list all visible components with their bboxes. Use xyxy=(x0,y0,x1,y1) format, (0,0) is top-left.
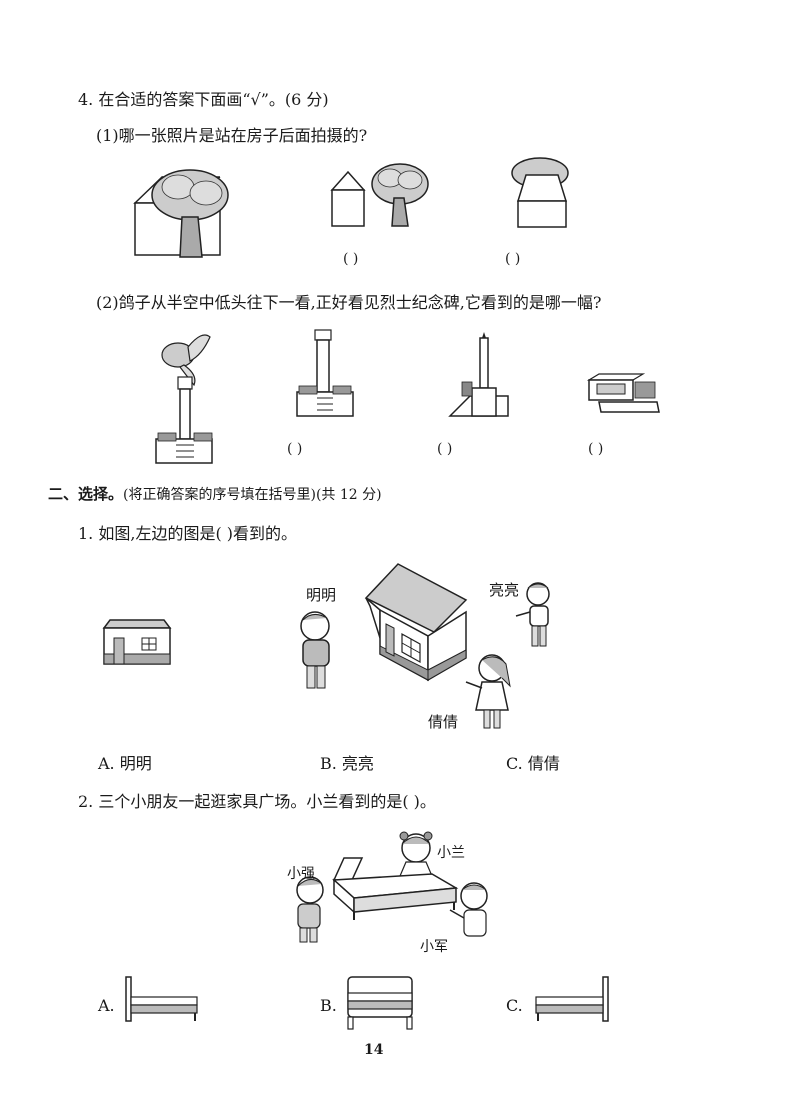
c2-option-c[interactable]: C. xyxy=(506,996,523,1015)
c1-option-b[interactable]: B. 亮亮 xyxy=(320,754,374,773)
c1-option-a[interactable]: A. 明明 xyxy=(98,754,152,773)
q4-sub1: (1)哪一张照片是站在房子后面拍摄的? xyxy=(96,126,368,145)
c1-question: 1. 如图,左边的图是( )看到的。 xyxy=(78,524,298,543)
section-2-heading: 二、选择。(将正确答案的序号填在括号里)(共 12 分) xyxy=(48,483,382,504)
monument-option-2 xyxy=(448,332,509,417)
monument-option-3 xyxy=(586,373,660,413)
answer-blank-2-2[interactable]: ( ) xyxy=(437,441,453,457)
pigeon-monument-image xyxy=(155,334,213,464)
house-tree-image-2 xyxy=(330,163,429,227)
bed-option-c xyxy=(535,976,609,1022)
bed-option-a xyxy=(125,976,198,1022)
house-3d xyxy=(364,563,468,682)
name-xiaolan: 小兰 xyxy=(437,845,465,861)
name-liangliang: 亮亮 xyxy=(489,581,520,599)
house-tree-image-3 xyxy=(511,157,569,228)
page-number: 14 xyxy=(364,1042,384,1058)
section-2-note: (将正确答案的序号填在括号里)(共 12 分) xyxy=(123,487,382,503)
bed-scene-image xyxy=(296,831,488,943)
answer-blank-1-3[interactable]: ( ) xyxy=(505,251,521,267)
house-tree-image-1 xyxy=(133,169,229,258)
section-2-title: 二、选择。 xyxy=(48,485,124,503)
mingming-figure xyxy=(300,611,330,689)
c2-option-a[interactable]: A. xyxy=(98,996,115,1015)
c2-question: 2. 三个小朋友一起逛家具广场。小兰看到的是( )。 xyxy=(78,792,436,811)
answer-blank-2-3[interactable]: ( ) xyxy=(588,441,604,457)
answer-blank-2-1[interactable]: ( ) xyxy=(287,441,303,457)
name-xiaoqiang: 小强 xyxy=(287,866,315,882)
q4-sub2: (2)鸽子从半空中低头往下一看,正好看见烈士纪念碑,它看到的是哪一幅? xyxy=(96,293,602,312)
name-xiaojun: 小军 xyxy=(420,939,448,955)
small-house-front-view xyxy=(102,619,172,665)
bed-option-b xyxy=(347,976,413,1030)
name-mingming: 明明 xyxy=(306,586,337,604)
answer-blank-1-2[interactable]: ( ) xyxy=(343,251,359,267)
qianqian-figure xyxy=(465,654,511,729)
name-qianqian: 倩倩 xyxy=(428,713,459,731)
c1-option-c[interactable]: C. 倩倩 xyxy=(506,754,560,773)
c2-option-b[interactable]: B. xyxy=(320,996,337,1015)
q4-title: 4. 在合适的答案下面画“√”。(6 分) xyxy=(78,90,329,109)
monument-option-1 xyxy=(296,329,354,417)
liangliang-figure xyxy=(515,582,550,647)
